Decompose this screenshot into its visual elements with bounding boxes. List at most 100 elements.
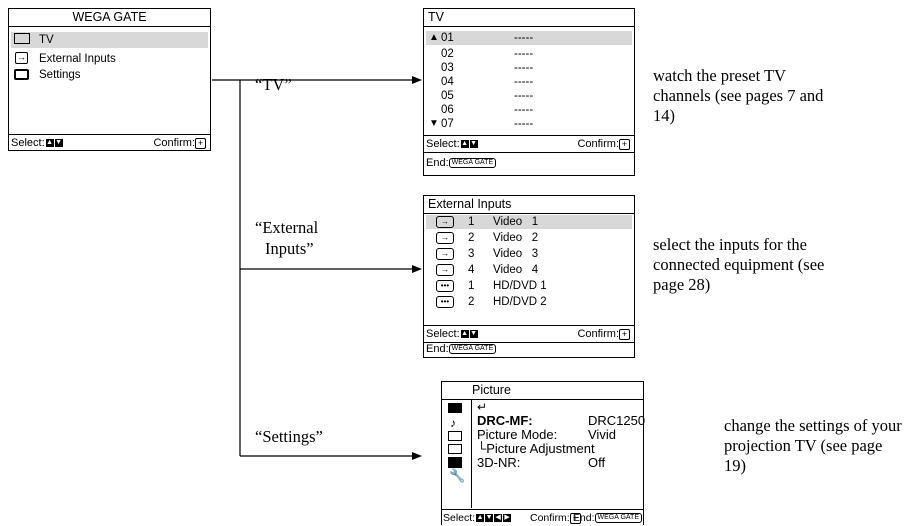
menu-item-label: TV <box>39 34 54 46</box>
select-hint: Select:▲▼◀▶ <box>443 512 512 524</box>
channel-name: ----- <box>514 32 534 44</box>
channel-row[interactable]: 03 ----- <box>426 61 632 75</box>
return-icon[interactable]: ↵ <box>477 400 488 414</box>
channel-name: ----- <box>514 90 534 102</box>
wrench-icon[interactable]: 🔧 <box>449 468 466 483</box>
picture-mode-value[interactable]: Vivid <box>588 427 616 442</box>
ext-description: select the inputs for the connected equi… <box>653 235 825 294</box>
plus-key-icon: + <box>619 328 630 340</box>
channel-row[interactable]: ▲ 01 ----- <box>426 31 632 45</box>
arrow-key-icon: ▼ <box>54 139 63 148</box>
confirm-hint: Confirm:+ <box>530 510 581 526</box>
arrow-key-icon: ▲ <box>460 330 469 339</box>
settings-footer: Select:▲▼◀▶ Confirm:+ End:WEGA GATE <box>442 509 643 526</box>
input-name: Video 2 <box>493 232 539 244</box>
tv-icon <box>14 33 30 44</box>
screen-icon[interactable] <box>448 431 462 441</box>
settings-menu: Picture ♪ 🔧 ↵ DRC-MF: DRC1250 Picture Mo… <box>441 381 646 526</box>
channel-row[interactable]: 04 ----- <box>426 75 632 89</box>
select-hint: Select:▲▼ <box>426 328 478 340</box>
input-name: Video 4 <box>493 264 539 276</box>
channel-number: 07 <box>441 118 454 130</box>
picture-icon[interactable] <box>448 403 462 413</box>
input-row[interactable]: → 3 Video 3 <box>426 247 632 261</box>
input-name: HD/DVD 2 <box>493 296 547 308</box>
channel-name: ----- <box>514 62 534 74</box>
end-hint: End:WEGA GATE <box>573 510 642 526</box>
select-hint: Select:▲▼ <box>11 137 63 149</box>
wega-gate-footer: Select:▲▼ Confirm:+ <box>9 134 210 151</box>
input-number: 3 <box>468 248 475 260</box>
wega-gate-key: WEGA GATE <box>594 513 642 524</box>
select-hint: Select:▲▼ <box>426 138 478 150</box>
label-settings: “Settings” <box>255 427 323 446</box>
arrow-key-icon: ▼ <box>469 330 478 339</box>
channel-setup-icon[interactable] <box>448 444 462 454</box>
channel-number: 06 <box>441 104 454 116</box>
plus-key-icon: + <box>619 138 630 150</box>
parent-icon[interactable] <box>448 457 462 468</box>
end-hint: End:WEGA GATE <box>426 341 497 357</box>
channel-row[interactable]: ▼ 07 ----- <box>426 117 632 131</box>
channel-name: ----- <box>514 48 534 60</box>
settings-title: Picture <box>442 382 643 400</box>
label-external-line1: “External <box>255 218 319 237</box>
nr-value[interactable]: Off <box>588 455 606 470</box>
picture-adjustment-item[interactable]: └Picture Adjustment <box>477 442 595 456</box>
input-row[interactable]: ••• 1 HD/DVD 1 <box>426 279 632 293</box>
tv-menu: TV ▲ 01 ----- 02 ----- 03 ----- 04 -----… <box>423 8 635 176</box>
channel-row[interactable]: 02 ----- <box>426 47 632 61</box>
menu-item-tv[interactable]: TV <box>11 32 208 48</box>
wega-gate-key: WEGA GATE <box>448 344 497 355</box>
confirm-hint: Confirm:+ <box>153 135 206 151</box>
plus-key-icon: + <box>195 137 206 149</box>
channel-number: 05 <box>441 90 454 102</box>
input-number: 4 <box>468 264 475 276</box>
arrow-key-icon: ▲ <box>460 140 469 149</box>
arrow-key-icon: ▶ <box>503 514 512 523</box>
sub-item-icon: └ <box>477 441 487 456</box>
video-input-icon: → <box>436 248 454 260</box>
input-row[interactable]: → 4 Video 4 <box>426 263 632 277</box>
channel-name: ----- <box>514 118 534 130</box>
confirm-hint: Confirm:+ <box>577 136 630 152</box>
wega-gate-key: WEGA GATE <box>448 158 497 169</box>
menu-item-label: Settings <box>39 69 81 81</box>
confirm-hint: Confirm:+ <box>577 326 630 342</box>
external-inputs-menu: External Inputs → 1 Video 1 → 2 Video 2 … <box>423 195 635 358</box>
channel-name: ----- <box>514 104 534 116</box>
input-row[interactable]: → 2 Video 2 <box>426 231 632 245</box>
arrow-key-icon: ◀ <box>494 514 503 523</box>
video-input-icon: → <box>436 232 454 244</box>
input-row[interactable]: ••• 2 HD/DVD 2 <box>426 295 632 309</box>
label-tv: “TV” <box>255 75 292 94</box>
tv-menu-footer: Select:▲▼ Confirm:+ <box>424 135 634 153</box>
scroll-up-icon: ▲ <box>429 32 439 43</box>
input-row[interactable]: → 1 Video 1 <box>426 215 632 229</box>
menu-item-external-inputs[interactable]: → External Inputs <box>11 52 208 66</box>
ext-menu-footer: Select:▲▼ Confirm:+ <box>424 325 634 343</box>
arrow-key-icon: ▲ <box>45 139 54 148</box>
channel-row[interactable]: 06 ----- <box>426 103 632 117</box>
input-name: Video 3 <box>493 248 539 260</box>
label-external-line2: Inputs” <box>265 239 314 258</box>
menu-item-label: External Inputs <box>39 53 116 65</box>
menu-item-settings[interactable]: Settings <box>11 68 208 82</box>
input-name: Video 1 <box>493 216 539 228</box>
channel-row[interactable]: 05 ----- <box>426 89 632 103</box>
picture-mode-label: Picture Mode: <box>477 427 558 442</box>
channel-number: 01 <box>441 32 454 44</box>
ext-menu-title: External Inputs <box>424 196 634 214</box>
drc-value[interactable]: DRC1250 <box>588 413 646 428</box>
input-number: 2 <box>468 296 475 308</box>
picture-adjustment-label: Picture Adjustment <box>486 441 595 456</box>
channel-number: 02 <box>441 48 454 60</box>
video-input-icon: → <box>436 216 454 228</box>
input-number: 2 <box>468 232 475 244</box>
channel-number: 04 <box>441 76 454 88</box>
input-name: HD/DVD 1 <box>493 280 547 292</box>
toolbox-icon <box>14 69 29 80</box>
scroll-down-icon: ▼ <box>429 118 439 129</box>
sound-icon[interactable]: ♪ <box>450 416 456 430</box>
